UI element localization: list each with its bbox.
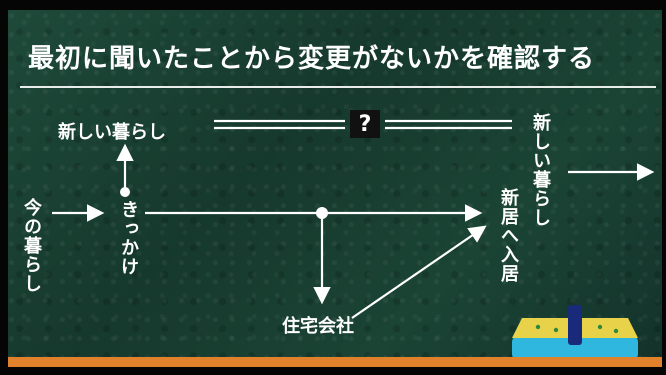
junction-dot — [316, 207, 328, 219]
ground-strip — [8, 357, 662, 367]
question-mark-box: ? — [350, 110, 380, 138]
arrow-housing-to-move-in — [351, 225, 487, 319]
node-move-in: 新居へ入居 — [498, 188, 519, 283]
page-title: 最初に聞いたことから変更がないかを確認する — [28, 44, 596, 74]
node-new-life-right: 新しい暮らし — [530, 113, 551, 227]
node-current-life: 今の暮らし — [21, 198, 42, 293]
node-housing-company: 住宅会社 — [282, 316, 354, 337]
chalkboard — [8, 10, 662, 367]
node-new-life-top: 新しい暮らし — [58, 122, 166, 143]
house-icon — [512, 305, 638, 360]
title-underline — [20, 86, 656, 88]
node-trigger: きっかけ — [118, 200, 139, 276]
trigger-dot — [120, 187, 130, 197]
